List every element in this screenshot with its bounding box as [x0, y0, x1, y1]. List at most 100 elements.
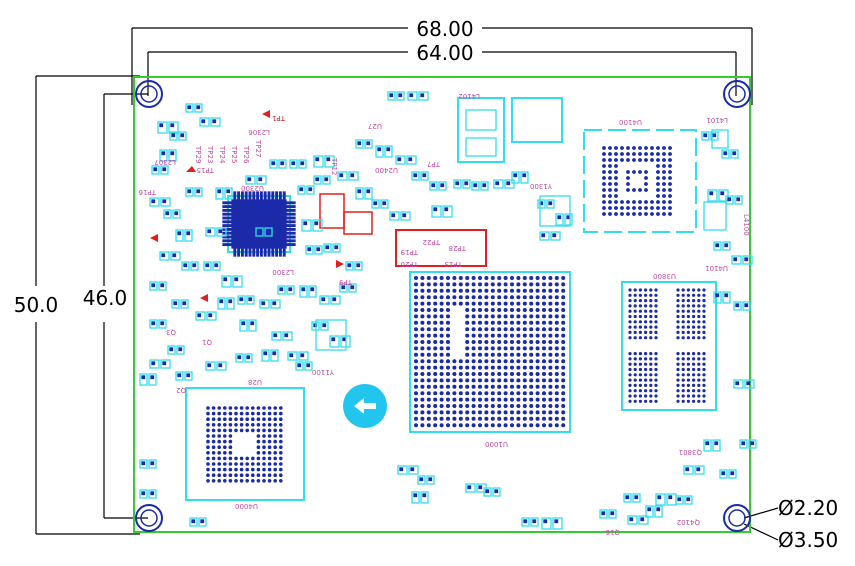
bga-ball [251, 406, 255, 410]
via [161, 151, 166, 156]
via [160, 321, 165, 326]
bga-ball [490, 404, 495, 408]
bga-ball [686, 330, 691, 334]
pad [483, 487, 492, 497]
bga-ball [644, 378, 648, 382]
bga-ball [478, 416, 482, 421]
via [247, 177, 252, 182]
via [218, 363, 223, 368]
bga-ball [554, 282, 559, 287]
silkscreen-labels: U2300 U4100 U3800 U1000 U4000 U28 U27 U2… [138, 92, 750, 536]
via [736, 197, 741, 202]
bga-ball [638, 146, 642, 150]
pad [314, 245, 323, 255]
bga-ball [644, 200, 648, 204]
bga-ball [490, 372, 495, 376]
pad [158, 281, 167, 291]
bga-ball [644, 394, 648, 398]
pad [215, 187, 224, 200]
inductor-pad [465, 109, 497, 131]
bga-ball [686, 325, 691, 329]
via [280, 161, 285, 166]
bga-ball [702, 367, 706, 372]
label-l4102: L4102 [458, 92, 480, 100]
pad [308, 285, 317, 298]
bga-ball [262, 451, 266, 455]
dim-hole-span-height: 46.0 [83, 286, 128, 310]
pad [297, 185, 306, 195]
bga-ball [503, 416, 508, 421]
pad [345, 261, 354, 271]
bga-ball [439, 410, 444, 415]
bga-ball [561, 340, 566, 344]
via [433, 207, 438, 212]
bga-ball [433, 340, 438, 344]
qfp-pin [233, 248, 237, 257]
bga-ball [510, 320, 514, 325]
bga-ball [446, 340, 450, 344]
bga-ball [452, 384, 457, 389]
bga-ball [662, 188, 666, 192]
bga-ball [439, 320, 444, 325]
bga-ball [608, 206, 612, 210]
bga-ball [446, 282, 450, 287]
bga-ball [561, 404, 566, 408]
bga-ball [414, 397, 418, 402]
bga-ball [650, 206, 654, 210]
u3800-balls [628, 288, 706, 403]
bga-ball [471, 320, 476, 325]
pad [707, 189, 718, 202]
pad [216, 361, 227, 371]
bga-ball [702, 352, 706, 356]
qfp-pin [286, 227, 296, 231]
qfp-pin [222, 216, 232, 220]
bga-ball [471, 288, 476, 293]
bga-ball [433, 288, 438, 293]
bga-ball [228, 406, 233, 410]
bga-ball [465, 352, 470, 357]
bga-ball [458, 391, 463, 396]
bga-ball [239, 423, 244, 427]
pad [176, 345, 185, 355]
bga-ball [279, 417, 283, 422]
pad [364, 187, 373, 200]
bga-ball [542, 416, 546, 421]
pad [160, 359, 171, 369]
bga-ball [510, 327, 514, 332]
bga-ball [211, 456, 216, 461]
bga-ball [626, 188, 630, 192]
via [297, 363, 302, 368]
bga-ball [516, 346, 521, 351]
bga-ball [503, 346, 508, 351]
bga-ball [628, 367, 632, 372]
bga-ball [239, 479, 244, 483]
pad [149, 281, 158, 291]
bga-ball [548, 410, 553, 415]
bga-ball [223, 467, 227, 472]
bga-ball [446, 308, 450, 312]
bga-ball [420, 372, 425, 376]
bga-ball [614, 176, 618, 180]
bga-ball [548, 327, 553, 332]
bga-ball [458, 378, 463, 383]
pad [465, 483, 476, 493]
qfp-body [231, 199, 287, 249]
qfp-pin [286, 235, 296, 239]
bga-ball [638, 206, 642, 210]
via [730, 471, 735, 476]
bga-ball [465, 384, 470, 389]
bga-ball [211, 411, 216, 416]
bga-ball [206, 445, 210, 450]
bga-ball [626, 206, 630, 210]
bga-ball [522, 410, 527, 415]
pad [406, 155, 417, 165]
bga-ball [697, 362, 701, 366]
bga-ball [548, 308, 553, 312]
bga-ball [503, 327, 508, 332]
bga-ball [676, 293, 680, 297]
bga-ball [228, 445, 233, 450]
bga-ball [697, 336, 701, 340]
bga-ball [426, 359, 431, 364]
bga-ball [529, 288, 534, 293]
bga-ball [478, 397, 482, 402]
